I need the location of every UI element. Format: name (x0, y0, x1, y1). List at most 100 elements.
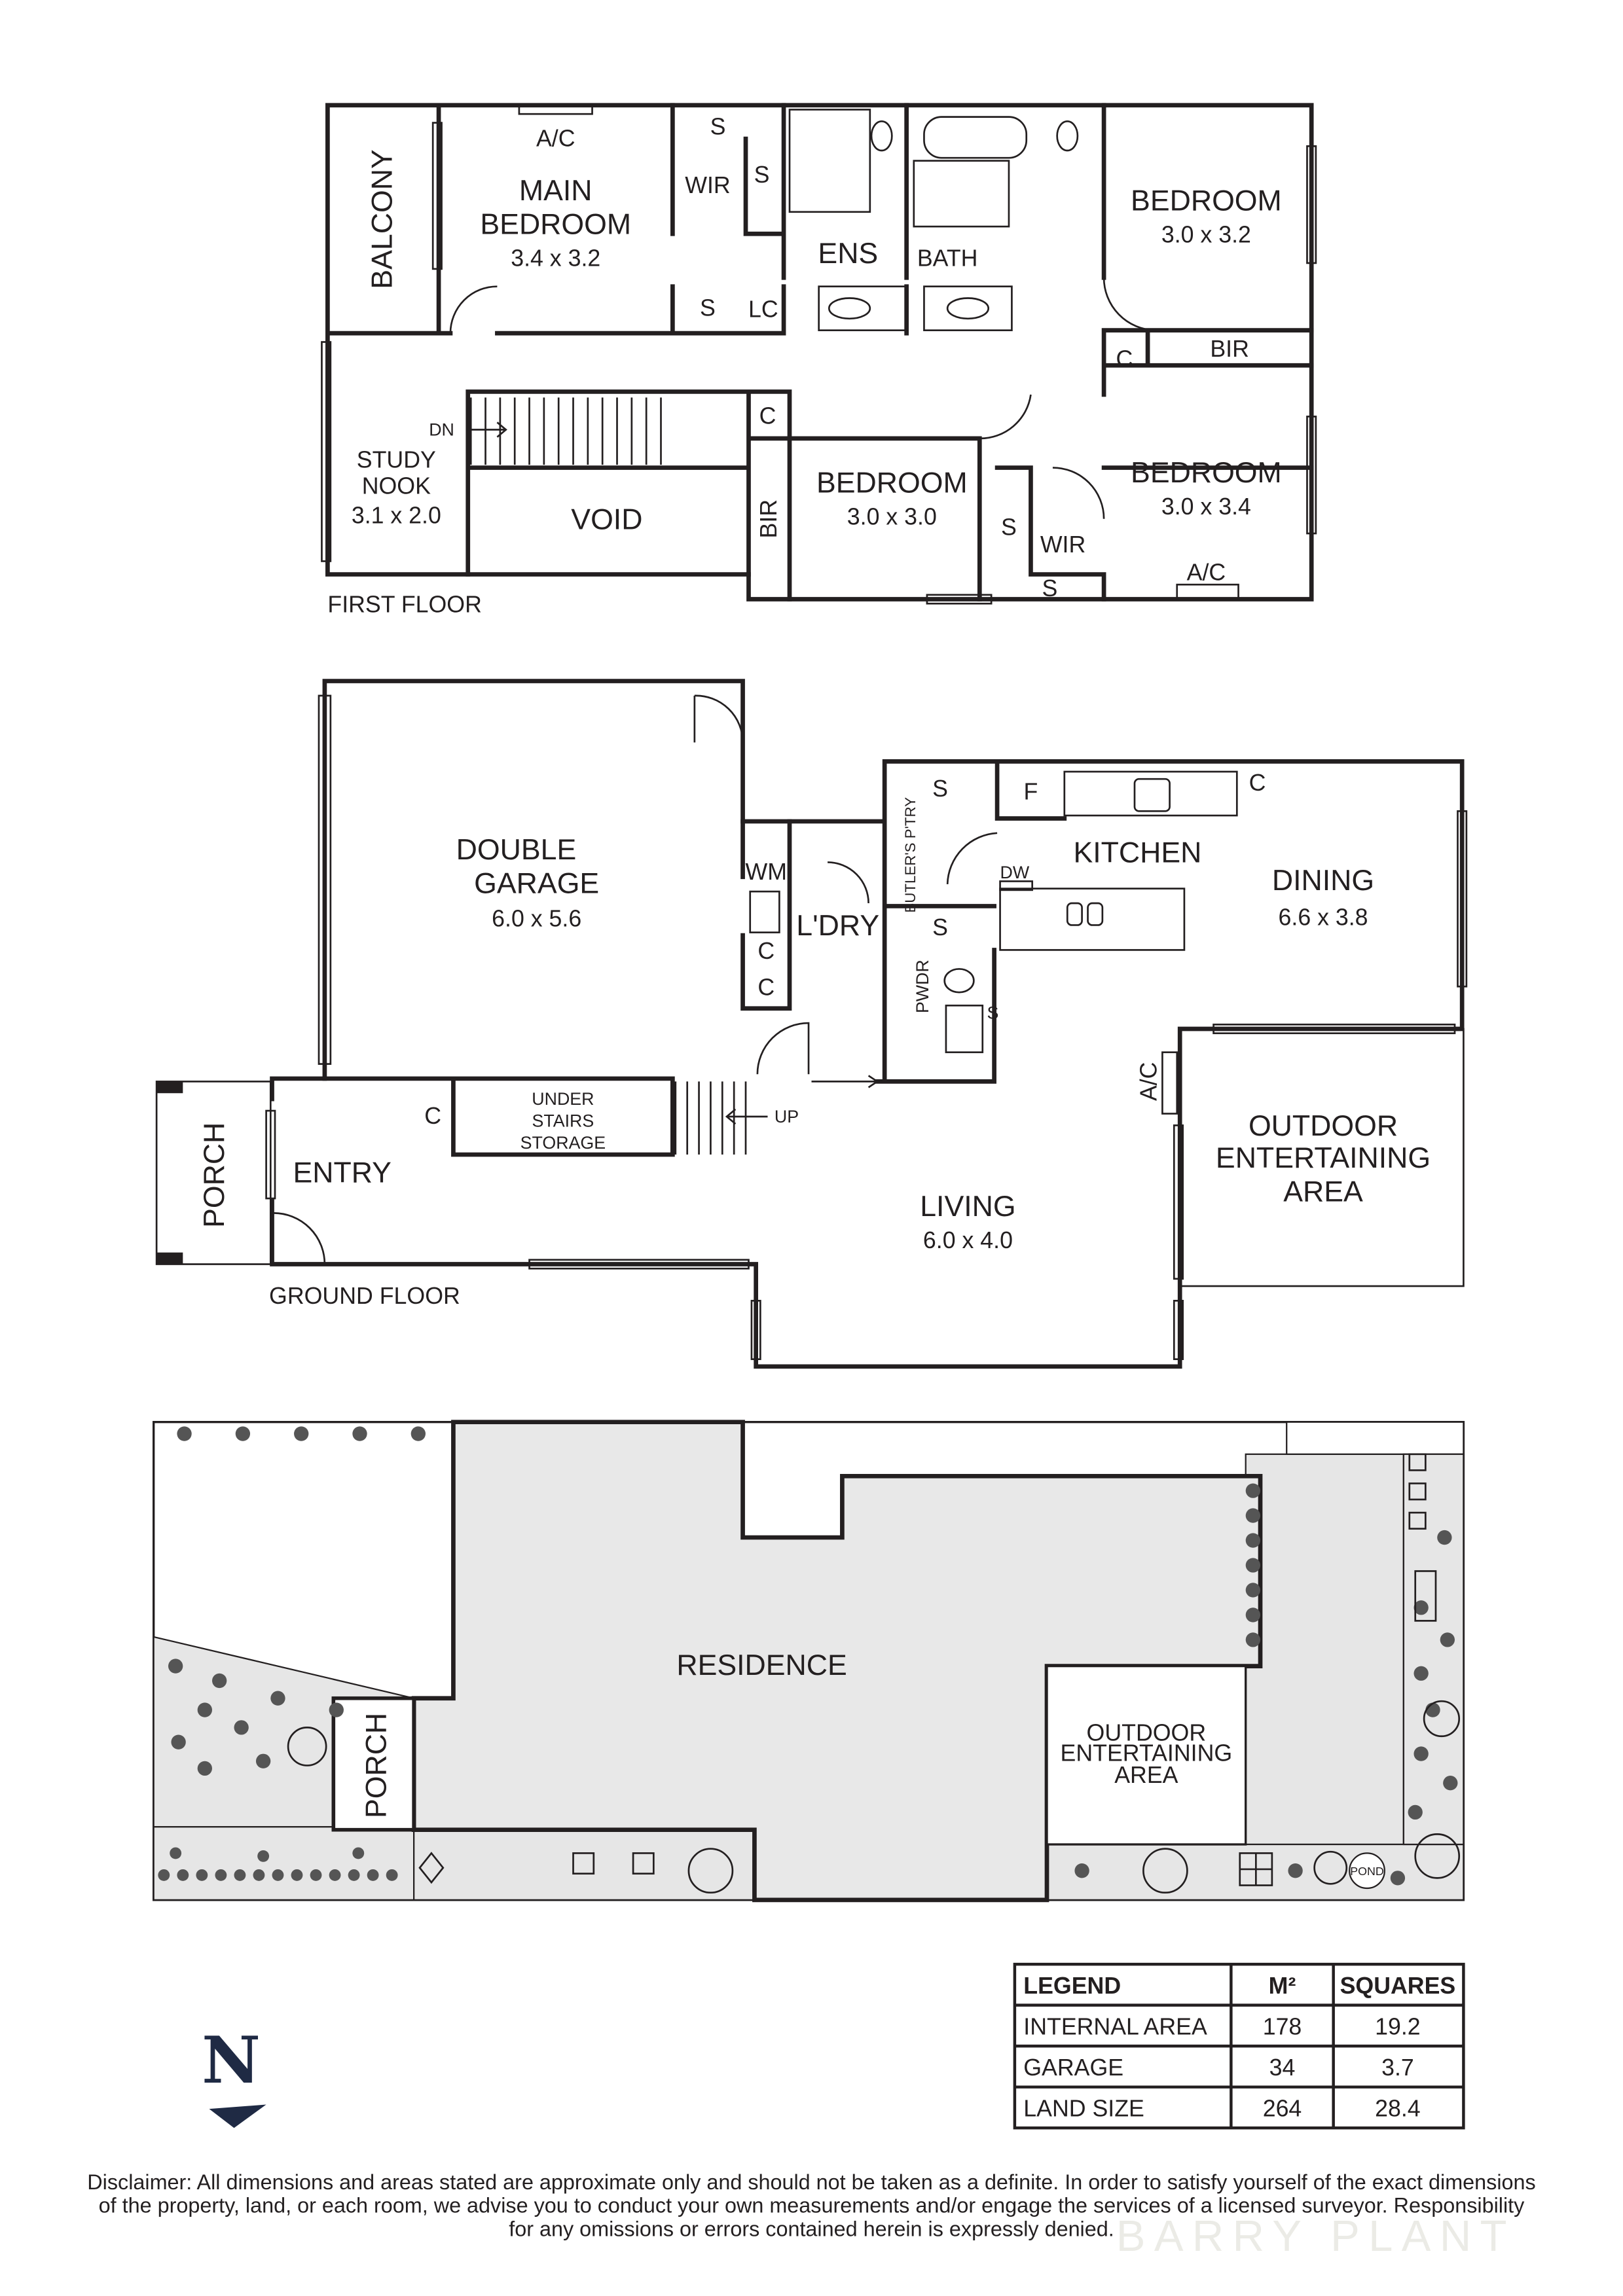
porch-outline (155, 1081, 272, 1265)
floor-label-first: FIRST FLOOR (327, 592, 482, 618)
linen-cupboard-label: LC (748, 296, 778, 323)
front-garden-bed (153, 1826, 415, 1901)
toilet-icon (1056, 120, 1079, 152)
trees (158, 1426, 1461, 1894)
legend-header: SQUARES (1340, 1973, 1456, 1999)
vanity (945, 1004, 984, 1054)
door-swing (828, 861, 869, 903)
legend-row-m2: 264 (1263, 2095, 1302, 2121)
ground-floor-plan: DOUBLE GARAGE 6.0 x 5.6 WM L'DRY C C S F… (155, 679, 1468, 1369)
room-label-study-nook: STUDY (357, 447, 436, 473)
north-arrow-icon (209, 2104, 266, 2128)
room-label-balcony: BALCONY (367, 149, 399, 289)
basin-icon (828, 297, 871, 320)
door-swing (756, 1022, 810, 1075)
room-label-double-garage: DOUBLE (456, 834, 577, 866)
bir-label: BIR (756, 499, 782, 539)
room-label-powder: PWDR (913, 960, 932, 1013)
dishwasher (999, 880, 1034, 891)
window (431, 122, 443, 270)
site-porch (331, 1696, 416, 1832)
sink-icon (1087, 902, 1104, 926)
room-dimension: 3.0 x 3.4 (1161, 493, 1251, 520)
arrow (811, 1075, 879, 1088)
cupboard-label: C (1116, 346, 1133, 372)
planter-box (632, 1852, 655, 1875)
window (1306, 416, 1317, 535)
basin-icon (946, 297, 990, 320)
disclaimer-line: Disclaimer: All dimensions and areas sta… (87, 2170, 1535, 2194)
toilet-icon (943, 968, 975, 994)
room-label-living: LIVING (920, 1191, 1015, 1223)
floor-label-ground: GROUND FLOOR (269, 1283, 460, 1309)
room-label-outdoor-entertaining: ENTERTAINING (1216, 1142, 1431, 1174)
door-swing (693, 694, 744, 743)
wm-label: WM (746, 859, 787, 885)
legend-row-label: GARAGE (1023, 2054, 1123, 2081)
room-label-laundry: L'DRY (796, 910, 879, 942)
window (321, 341, 332, 562)
cupboard-label: C (757, 938, 775, 964)
site-plan: POND RESIDENCE PORCH OUTDOOR ENTERTAININ… (152, 1420, 1465, 1903)
washing-machine (749, 890, 780, 933)
water-tank (1414, 1570, 1437, 1622)
stairs (467, 397, 662, 465)
ac-label: A/C (1187, 559, 1226, 585)
window (1457, 810, 1468, 988)
site-label-residence: RESIDENCE (676, 1649, 847, 1681)
shelf-label: S (932, 914, 948, 941)
sliding-door (1213, 1023, 1456, 1035)
legend-row-squares: 19.2 (1375, 2013, 1421, 2039)
planter-box (1408, 1482, 1427, 1501)
garage-door (318, 694, 332, 1065)
legend-row-squares: 3.7 (1381, 2054, 1414, 2081)
room-label-outdoor-entertaining: AREA (1283, 1176, 1363, 1208)
pond-label: POND (1350, 1865, 1384, 1878)
shelf-label: S (932, 776, 948, 802)
up-label: UP (775, 1107, 799, 1126)
pond (1349, 1852, 1385, 1890)
room-dimension: 6.0 x 5.6 (492, 906, 581, 932)
watermark-logo: BARRY PLANT (1116, 2212, 1516, 2261)
door-swing (1103, 278, 1156, 331)
shower (788, 109, 871, 213)
door-swing (273, 1212, 326, 1265)
door-swing (979, 394, 1032, 440)
sink-icon (1066, 902, 1083, 926)
room-label-wir: WIR (1040, 531, 1085, 558)
legend-header: M² (1269, 1973, 1296, 1999)
ac-label: A/C (536, 125, 575, 151)
shelf-label: S (1042, 575, 1058, 601)
site-outdoor-area (1046, 1664, 1247, 1846)
vanity (818, 285, 907, 331)
room-label-main-bedroom: MAIN (519, 175, 593, 207)
ac-unit (1161, 1051, 1178, 1115)
disclaimer-line: of the property, land, or each room, we … (99, 2194, 1525, 2217)
window (926, 594, 993, 605)
room-label-outdoor-entertaining: OUTDOOR (1249, 1110, 1398, 1142)
room-label-ens: ENS (818, 238, 878, 270)
dishwasher-label: DW (1000, 863, 1030, 882)
shelf-label: S (710, 113, 726, 139)
cupboard-label: C (1249, 770, 1266, 796)
door-swing (449, 285, 498, 334)
legend-row-label: LAND SIZE (1023, 2095, 1144, 2121)
site-label-porch: PORCH (361, 1713, 393, 1818)
door-swing (1052, 467, 1105, 519)
shelf-label: S (987, 1003, 998, 1022)
door-swing (946, 832, 998, 884)
room-label-bedroom: BEDROOM (816, 467, 968, 499)
window (1173, 1124, 1184, 1280)
room-label-kitchen: KITCHEN (1073, 836, 1201, 869)
first-floor-outer-wall (325, 103, 1314, 601)
room-label-dining: DINING (1272, 865, 1374, 897)
site-label-outdoor: ENTERTAINING (1061, 1740, 1233, 1767)
room-dimension: 3.0 x 3.0 (847, 504, 937, 530)
room-label-under-stairs: STAIRS (532, 1111, 594, 1131)
bir-label: BIR (1210, 336, 1249, 362)
ground-floor-walls (322, 759, 1067, 1157)
legend-row-squares: 28.4 (1375, 2095, 1421, 2121)
north-label: N (202, 2023, 261, 2098)
shelf-label: S (700, 295, 716, 321)
